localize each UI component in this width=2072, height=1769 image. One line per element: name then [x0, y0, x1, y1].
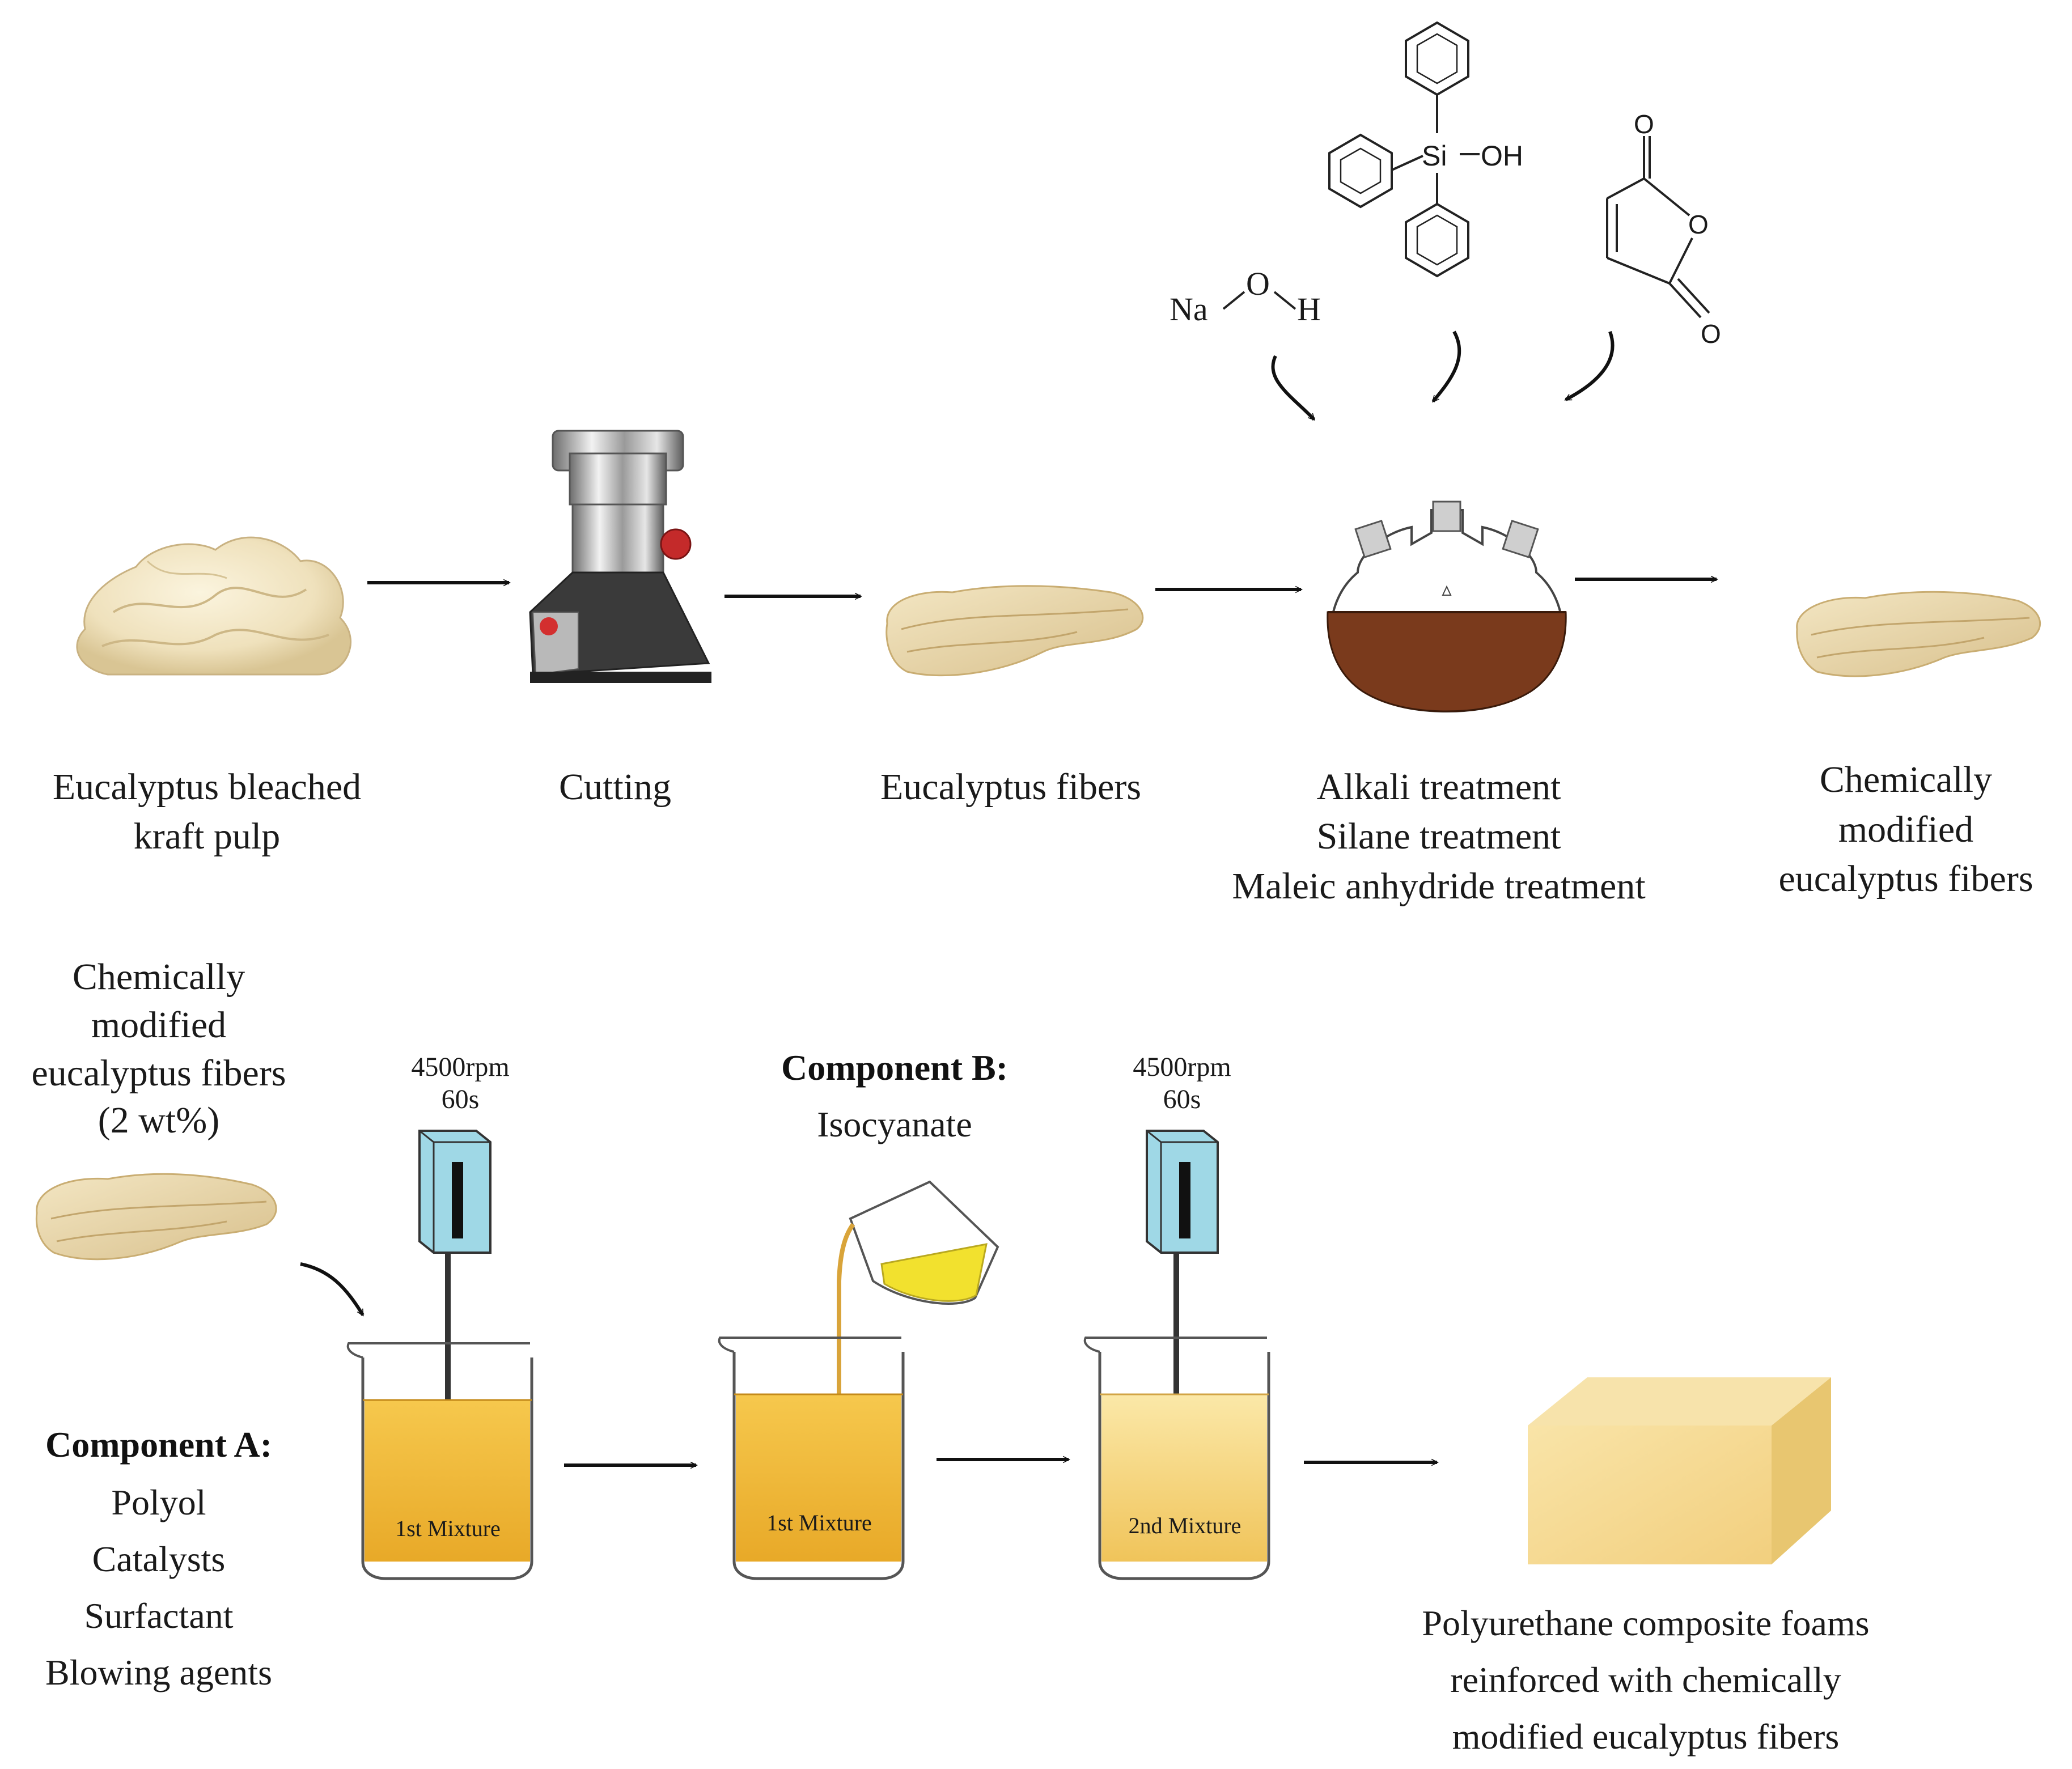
anhydride-o-ring: O [1688, 210, 1709, 239]
naoh-o: O [1246, 265, 1270, 302]
beaker-1-label: 1st Mixture [395, 1516, 501, 1541]
naoh-structure: Na O H [1170, 265, 1321, 328]
component-b-item: Isocyanate [817, 1104, 972, 1144]
modified-label-1: Chemically [1820, 759, 1992, 800]
maleic-anhydride-structure [1606, 136, 1710, 319]
anhydride-o-top: O [1634, 109, 1654, 139]
beaker-2 [718, 1337, 905, 1580]
pulp-label-line2: kraft pulp [134, 816, 280, 857]
modified-fibers-image [1796, 591, 2041, 677]
anhydride-o-bottom: O [1701, 319, 1721, 349]
fiber-input-image [35, 1173, 277, 1261]
component-a-title: Component A: [45, 1424, 272, 1465]
reagent-arrow-silane [1431, 330, 1461, 401]
modified-label-3: eucalyptus fibers [1778, 858, 2033, 900]
isocyanate-pouring-beaker [837, 1180, 999, 1397]
naoh-na: Na [1170, 291, 1208, 328]
component-a-item-1: Polyol [111, 1482, 206, 1522]
mixer2-time: 60s [1163, 1084, 1201, 1114]
fiber-input-label-3: eucalyptus fibers [31, 1053, 286, 1094]
three-neck-flask-image [1327, 500, 1567, 713]
component-a-item-3: Surfactant [84, 1596, 234, 1636]
cutting-label: Cutting [559, 766, 671, 808]
beaker-3-label: 2nd Mixture [1129, 1513, 1241, 1538]
beaker-1 [346, 1342, 533, 1580]
component-b-title: Component B: [781, 1047, 1008, 1088]
foam-block-image [1528, 1377, 1831, 1564]
reagent-arrow-anhydride [1566, 330, 1615, 401]
treatment-label-2: Silane treatment [1317, 816, 1561, 857]
naoh-h: H [1297, 291, 1321, 328]
mixer1-speed: 4500rpm [411, 1052, 509, 1082]
fiber-input-arrow [300, 1262, 365, 1315]
treatment-label-1: Alkali treatment [1317, 766, 1561, 808]
silane-si: Si [1422, 140, 1447, 172]
kraft-pulp-image [76, 536, 351, 676]
pulp-label-line1: Eucalyptus bleached [53, 766, 361, 808]
product-label-2: reinforced with chemically [1450, 1660, 1841, 1700]
silane-oh: OH [1481, 140, 1523, 172]
product-label-1: Polyurethane composite foams [1422, 1603, 1869, 1643]
product-label-3: modified eucalyptus fibers [1452, 1716, 1839, 1757]
fiber-input-label-2: modified [91, 1004, 226, 1046]
fiber-input-label-1: Chemically [73, 956, 245, 998]
fibers-label: Eucalyptus fibers [880, 766, 1141, 808]
triphenylsilanol-structure [1328, 21, 1480, 278]
component-a-item-4: Blowing agents [45, 1652, 272, 1692]
beaker-2-label: 1st Mixture [766, 1510, 872, 1535]
component-a-item-2: Catalysts [92, 1539, 226, 1579]
treatment-label-3: Maleic anhydride treatment [1232, 866, 1645, 907]
mixer1-time: 60s [442, 1084, 480, 1114]
beaker-3 [1083, 1337, 1270, 1580]
grinder-image [529, 430, 711, 683]
mixer2-speed: 4500rpm [1133, 1052, 1231, 1082]
eucalyptus-fibers-image [885, 585, 1144, 677]
modified-label-2: modified [1838, 809, 1973, 850]
reagent-arrow-naoh [1271, 355, 1316, 419]
fiber-input-label-4: (2 wt%) [98, 1100, 219, 1141]
